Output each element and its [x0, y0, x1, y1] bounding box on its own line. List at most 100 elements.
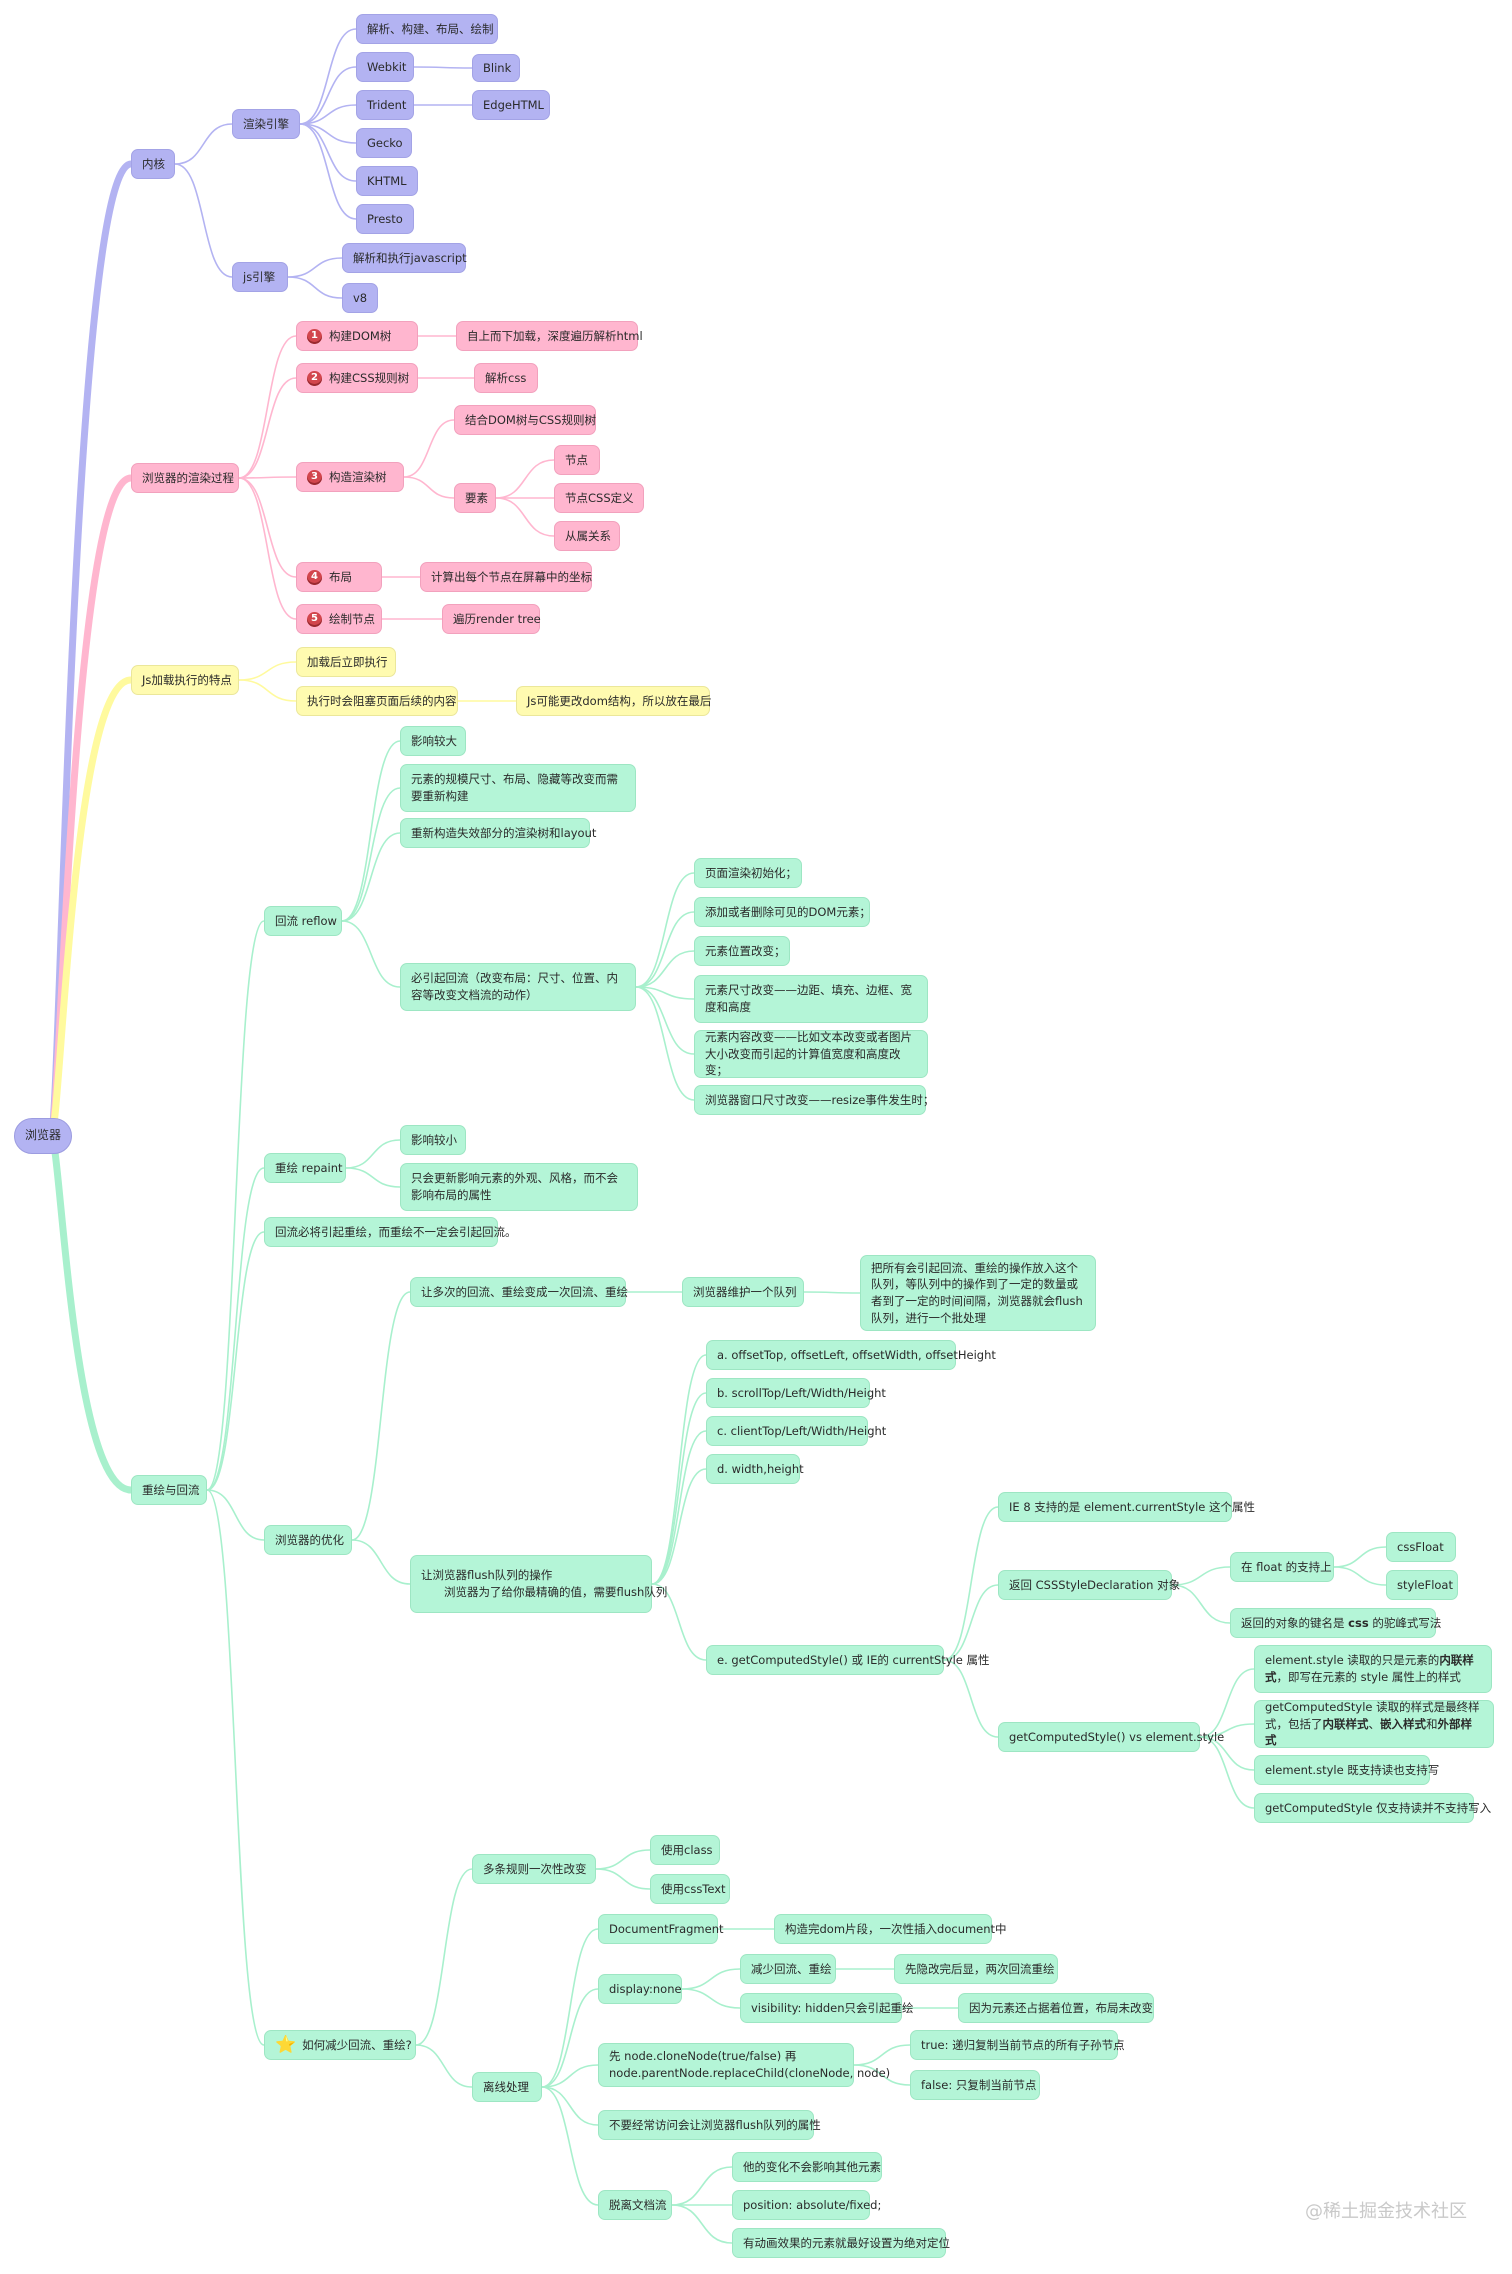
mindmap-node-n4-4[interactable]: 浏览器的优化: [264, 1525, 352, 1555]
mindmap-node-n4-5-2-2-2-1[interactable]: 因为元素还占据着位置，布局未改变: [958, 1993, 1154, 2023]
mindmap-node-n1-1-4[interactable]: Gecko: [356, 128, 412, 158]
mindmap-node-n1-1-3-1[interactable]: EdgeHTML: [472, 90, 550, 120]
mindmap-node-n1-2[interactable]: js引擎: [232, 262, 288, 292]
mindmap-node-n4-5-2-5-2[interactable]: position: absolute/fixed;: [732, 2190, 881, 2220]
mindmap-node-n4-4-2-5-3-1[interactable]: element.style 读取的只是元素的内联样式，即写在元素的 style …: [1254, 1645, 1492, 1693]
node-label: 页面渲染初始化；: [705, 865, 797, 880]
mindmap-node-n2-4-1[interactable]: 计算出每个节点在屏幕中的坐标: [420, 562, 592, 592]
node-label: 浏览器的渲染过程: [142, 470, 234, 485]
mindmap-node-n2[interactable]: 浏览器的渲染过程: [131, 463, 239, 493]
mindmap-node-n1-1-2[interactable]: Webkit: [356, 52, 414, 82]
mindmap-node-n4-5-2-1-1[interactable]: 构造完dom片段，一次性插入document中: [774, 1914, 1007, 1944]
mindmap-node-n3[interactable]: Js加载执行的特点: [131, 665, 239, 695]
mindmap-node-n4-2-1[interactable]: 影响较小: [400, 1125, 466, 1155]
mindmap-node-n4-4-2-5-3-4[interactable]: getComputedStyle 仅支持读并不支持写入: [1254, 1793, 1491, 1823]
mindmap-node-n1-2-2[interactable]: v8: [342, 283, 378, 313]
mindmap-node-n4-5-2-2-1[interactable]: 减少回流、重绘: [740, 1954, 836, 1984]
mindmap-node-n4-5[interactable]: ⭐如何减少回流、重绘?: [264, 2030, 416, 2060]
mindmap-node-n4-4-2-2[interactable]: b. scrollTop/Left/Width/Height: [706, 1378, 886, 1408]
mindmap-node-n4-4-2-5-2-1[interactable]: 在 float 的支持上: [1230, 1552, 1334, 1582]
mindmap-node-n2-5-1[interactable]: 遍历render tree: [442, 604, 541, 634]
mindmap-node-n4-4-2-4[interactable]: d. width,height: [706, 1454, 804, 1484]
mindmap-node-n4-5-2-3-2[interactable]: false: 只复制当前节点: [910, 2070, 1040, 2100]
mindmap-node-n4-4-2-5-2-1-1[interactable]: cssFloat: [1386, 1532, 1456, 1562]
node-label: 构建DOM树: [329, 328, 392, 343]
mindmap-node-n4-5-2[interactable]: 离线处理: [472, 2072, 542, 2102]
mindmap-node-n4-1-4-6[interactable]: 浏览器窗口尺寸改变——resize事件发生时；: [694, 1085, 934, 1115]
mindmap-node-n4-1-4-1[interactable]: 页面渲染初始化；: [694, 858, 802, 888]
mindmap-node-n2-3-1[interactable]: 结合DOM树与CSS规则树: [454, 405, 596, 435]
mindmap-node-n4-5-2-5-1[interactable]: 他的变化不会影响其他元素: [732, 2152, 882, 2182]
mindmap-node-n2-3-2-3[interactable]: 从属关系: [554, 521, 620, 551]
mindmap-node-n4-4-2-5-2[interactable]: 返回 CSSStyleDeclaration 对象: [998, 1570, 1180, 1600]
mindmap-root-node[interactable]: 浏览器: [14, 1118, 72, 1154]
connector-line: [341, 787, 401, 922]
mindmap-node-n4-1-4-5[interactable]: 元素内容改变——比如文本改变或者图片大小改变而引起的计算值宽度和高度改变；: [694, 1030, 928, 1078]
connector-line: [1199, 1736, 1255, 1771]
mindmap-node-n1-1[interactable]: 渲染引擎: [232, 109, 300, 139]
mindmap-node-n4-4-2-5-3[interactable]: getComputedStyle() vs element.style: [998, 1722, 1224, 1752]
mindmap-node-n4-2-2[interactable]: 只会更新影响元素的外观、风格，而不会影响布局的属性: [400, 1163, 638, 1211]
mindmap-node-n3-1[interactable]: 加载后立即执行: [296, 647, 396, 677]
mindmap-node-n4-4-2-5-2-2[interactable]: 返回的对象的键名是 css 的驼峰式写法: [1230, 1608, 1441, 1638]
mindmap-node-n1-1-6[interactable]: Presto: [356, 204, 414, 234]
mindmap-node-n2-2-1[interactable]: 解析css: [474, 363, 538, 393]
mindmap-node-n3-2[interactable]: 执行时会阻塞页面后续的内容: [296, 686, 458, 716]
connector-line: [415, 1868, 473, 2046]
mindmap-node-n4-4-2[interactable]: 让浏览器flush队列的操作 浏览器为了给你最精确的值，需要flush队列: [410, 1555, 667, 1613]
mindmap-node-n4-4-2-5[interactable]: e. getComputedStyle() 或 IE的 currentStyle…: [706, 1645, 990, 1675]
mindmap-node-n4-4-2-1[interactable]: a. offsetTop, offsetLeft, offsetWidth, o…: [706, 1340, 996, 1370]
mindmap-node-n4-1-1[interactable]: 影响较大: [400, 726, 466, 756]
mindmap-node-n4-5-2-5-3[interactable]: 有动画效果的元素就最好设置为绝对定位: [732, 2228, 950, 2258]
mindmap-node-n4-1-4-2[interactable]: 添加或者删除可见的DOM元素；: [694, 897, 871, 927]
mindmap-node-n4-5-1[interactable]: 多条规则一次性改变: [472, 1854, 596, 1884]
mindmap-node-n4-5-1-1[interactable]: 使用class: [650, 1835, 720, 1865]
mindmap-node-n2-1-1[interactable]: 自上而下加载，深度遍历解析html: [456, 321, 643, 351]
mindmap-node-n4-4-2-5-3-2[interactable]: getComputedStyle 读取的样式是最终样式，包括了内联样式、嵌入样式…: [1254, 1700, 1494, 1748]
mindmap-node-n4-3[interactable]: 回流必将引起重绘，而重绘不一定会引起回流。: [264, 1217, 517, 1247]
mindmap-node-n4-1-2[interactable]: 元素的规模尺寸、布局、隐藏等改变而需要重新构建: [400, 764, 636, 812]
mindmap-node-n4-4-2-5-2-1-2[interactable]: styleFloat: [1386, 1570, 1458, 1600]
connector-line: [299, 28, 357, 125]
mindmap-node-n1-1-1[interactable]: 解析、构建、布局、绘制: [356, 14, 498, 44]
mindmap-node-n1[interactable]: 内核: [131, 149, 175, 179]
mindmap-node-n4-4-2-3[interactable]: c. clientTop/Left/Width/Height: [706, 1416, 886, 1446]
mindmap-node-n4-4-2-5-1[interactable]: IE 8 支持的是 element.currentStyle 这个属性: [998, 1492, 1255, 1522]
mindmap-node-n1-1-2-1[interactable]: Blink: [472, 54, 520, 82]
mindmap-node-n4-4-1-1-1[interactable]: 把所有会引起回流、重绘的操作放入这个队列，等队列中的操作到了一定的数量或者到了一…: [860, 1255, 1096, 1331]
mindmap-node-n4-1[interactable]: 回流 reflow: [264, 906, 342, 936]
mindmap-node-n4-5-1-2[interactable]: 使用cssText: [650, 1874, 730, 1904]
mindmap-node-n1-1-5[interactable]: KHTML: [356, 166, 418, 196]
mindmap-node-n2-3-2[interactable]: 要素: [454, 483, 496, 513]
mindmap-node-n4-1-3[interactable]: 重新构造失效部分的渲染树和layout: [400, 818, 596, 848]
mindmap-node-n4-5-2-5[interactable]: 脱离文档流: [598, 2190, 672, 2220]
mindmap-node-n1-2-1[interactable]: 解析和执行javascript: [342, 243, 467, 273]
mindmap-node-n4-5-2-4[interactable]: 不要经常访问会让浏览器flush队列的属性: [598, 2110, 821, 2140]
mindmap-node-n4-5-2-1[interactable]: DocumentFragment: [598, 1914, 724, 1944]
mindmap-node-n4-5-2-2-2[interactable]: visibility: hidden只会引起重绘: [740, 1993, 914, 2023]
mindmap-node-n4-4-1-1[interactable]: 浏览器维护一个队列: [682, 1277, 804, 1307]
mindmap-node-n2-3-2-1[interactable]: 节点: [554, 445, 600, 475]
mindmap-node-n4-4-1[interactable]: 让多次的回流、重绘变成一次回流、重绘: [410, 1277, 628, 1307]
node-label: element.style 既支持读也支持写: [1265, 1762, 1440, 1777]
mindmap-node-n4[interactable]: 重绘与回流: [131, 1475, 207, 1505]
mindmap-node-n4-5-2-2-1-1[interactable]: 先隐改完后显，两次回流重绘: [894, 1954, 1058, 1984]
mindmap-node-n4-1-4-4[interactable]: 元素尺寸改变——边距、填充、边框、宽度和高度: [694, 975, 928, 1023]
mindmap-node-n4-2[interactable]: 重绘 repaint: [264, 1153, 346, 1183]
mindmap-node-n4-5-2-3-1[interactable]: true: 递归复制当前节点的所有子孙节点: [910, 2030, 1125, 2060]
mindmap-node-n4-4-2-5-3-3[interactable]: element.style 既支持读也支持写: [1254, 1755, 1439, 1785]
mindmap-node-n4-1-4-3[interactable]: 元素位置改变；: [694, 936, 790, 966]
mindmap-node-n4-1-4[interactable]: 必引起回流（改变布局：尺寸、位置、内容等改变文档流的动作）: [400, 963, 636, 1011]
mindmap-node-n3-2-1[interactable]: Js可能更改dom结构，所以放在最后: [516, 686, 711, 716]
connector-line: [541, 2086, 599, 2126]
mindmap-node-n1-1-3[interactable]: Trident: [356, 90, 414, 120]
mindmap-node-n4-5-2-2[interactable]: display:none: [598, 1974, 682, 2004]
connector-line: [415, 2044, 473, 2088]
mindmap-node-n2-3-2-2[interactable]: 节点CSS定义: [554, 483, 644, 513]
